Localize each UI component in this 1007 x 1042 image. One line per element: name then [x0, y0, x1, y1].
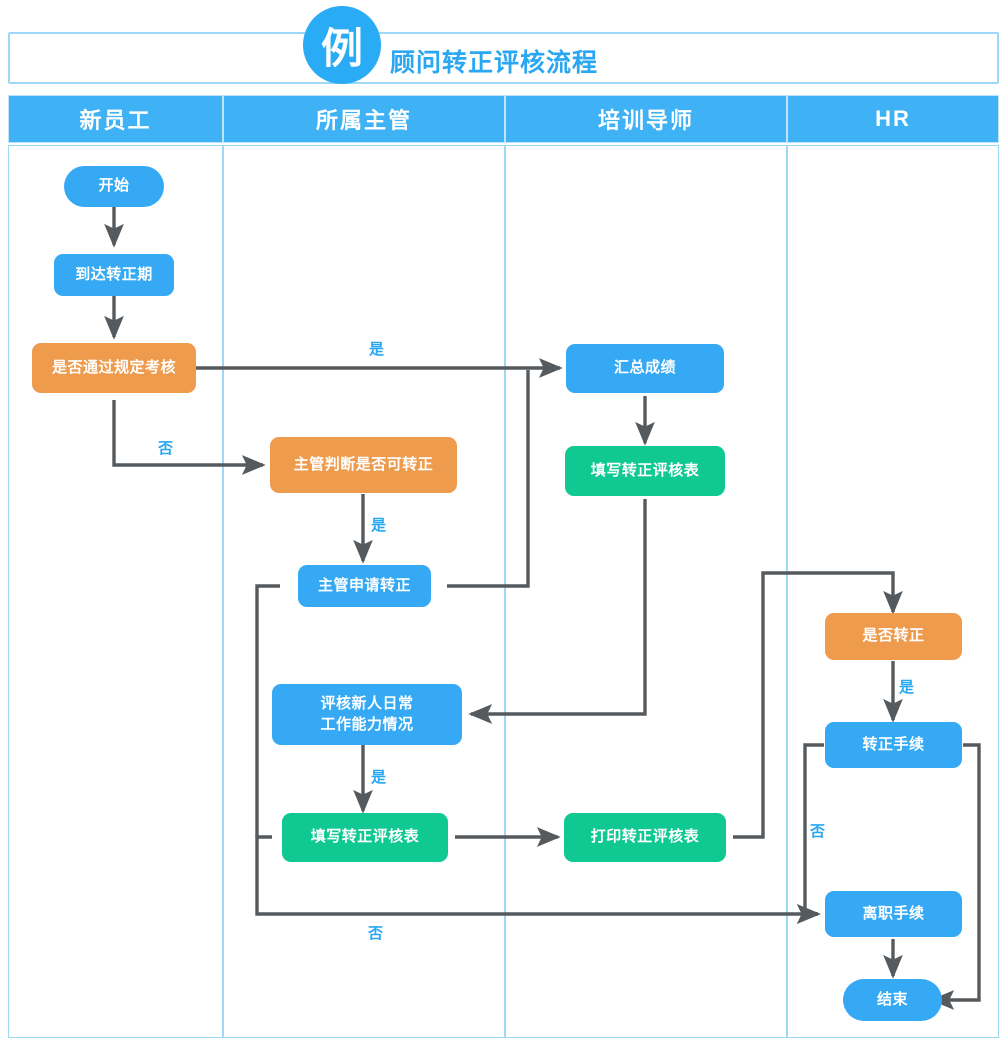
lane-header-new-employee[interactable]: 新员工 — [8, 95, 223, 143]
node-regularize-process[interactable]: 转正手续 — [825, 722, 962, 768]
lane-header-hr[interactable]: HR — [787, 95, 999, 143]
edge-fillform-sup-no-to-resign — [255, 835, 821, 924]
edge-apply-to-yesline — [447, 370, 530, 588]
node-fill-form-trainer[interactable]: 填写转正评核表 — [565, 446, 725, 496]
title-box — [8, 32, 999, 84]
edge-regularize-to-end — [930, 743, 981, 1010]
node-end[interactable]: 结束 — [843, 979, 942, 1021]
edge-label-yes-judge: 是 — [371, 517, 387, 534]
edge-label-yes-assessment: 是 — [369, 341, 385, 358]
node-resign-process[interactable]: 离职手续 — [825, 891, 962, 937]
lane-header-trainer[interactable]: 培训导师 — [505, 95, 787, 143]
node-start[interactable]: 开始 — [64, 166, 164, 207]
edge-label-no-regularize: 否 — [810, 823, 826, 840]
node-summarize-score[interactable]: 汇总成绩 — [566, 344, 724, 393]
edge-apply-left-loop — [255, 584, 280, 837]
edge-fillform-trainer-to-evaluate — [468, 499, 647, 724]
edge-print-to-isregularized — [733, 571, 903, 839]
node-fill-form-supervisor[interactable]: 填写转正评核表 — [282, 813, 448, 862]
example-badge: 例 — [303, 6, 381, 84]
edge-label-no-fillform: 否 — [368, 925, 384, 942]
node-is-regularized[interactable]: 是否转正 — [825, 613, 962, 660]
node-supervisor-judge[interactable]: 主管判断是否可转正 — [270, 437, 457, 493]
edge-assessment-no-to-judge — [112, 400, 266, 475]
edge-label-no-assessment: 否 — [158, 440, 174, 457]
node-reach-period[interactable]: 到达转正期 — [54, 254, 174, 296]
lane-label: 培训导师 — [597, 108, 694, 133]
lane-label: 新员工 — [79, 108, 152, 133]
lane-label: 所属主管 — [315, 108, 412, 133]
lane-header-supervisor[interactable]: 所属主管 — [223, 95, 505, 143]
lane-label: HR — [875, 106, 911, 131]
node-evaluate-daily[interactable]: 评核新人日常 工作能力情况 — [272, 684, 462, 745]
node-supervisor-apply[interactable]: 主管申请转正 — [298, 565, 431, 607]
node-print-form[interactable]: 打印转正评核表 — [564, 813, 726, 862]
edge-label-yes-regularized: 是 — [899, 679, 915, 696]
node-pass-assessment[interactable]: 是否通过规定考核 — [32, 343, 196, 393]
page-title: 顾问转正评核流程 — [390, 49, 599, 77]
edge-label-yes-evaluate: 是 — [371, 769, 387, 786]
